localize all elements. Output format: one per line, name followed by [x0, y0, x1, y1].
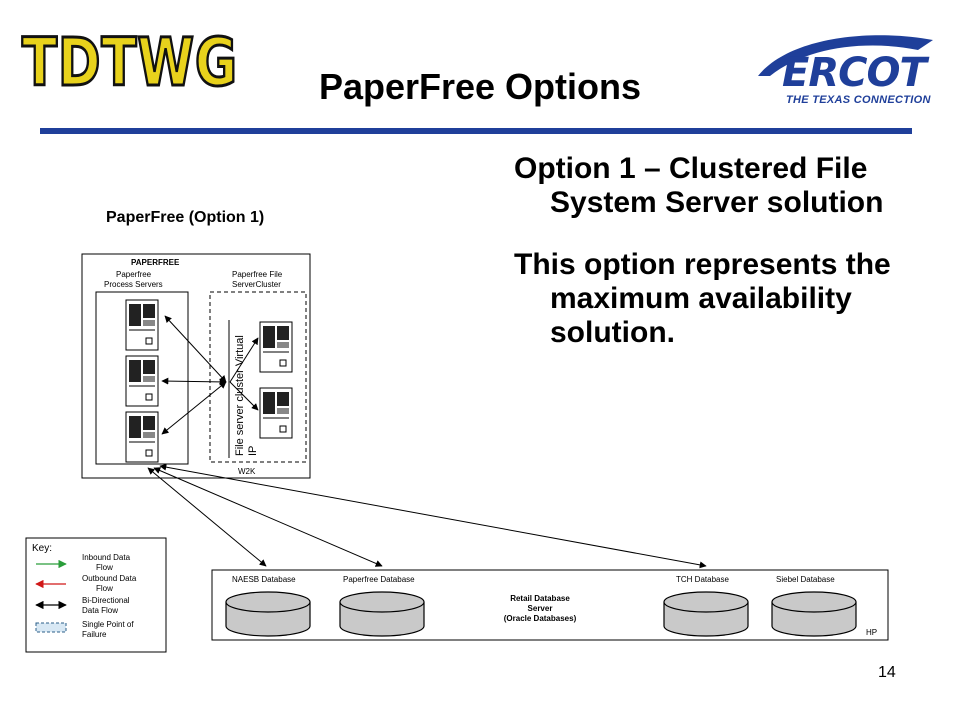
process-server-1-icon: [125, 299, 159, 351]
legend-bidir-1: Bi-Directional: [82, 596, 130, 605]
single-point-failure-icon: [35, 622, 67, 633]
paperfree-label: PAPERFREE: [131, 258, 180, 267]
hp-label: HP: [866, 628, 877, 637]
legend-box: [25, 537, 167, 653]
flow-server2-cluster: [161, 377, 227, 386]
flow-server1-cluster: [164, 315, 227, 383]
db-label-paperfree: Paperfree Database: [343, 575, 415, 584]
flow-cluster-fileserver2: [229, 381, 259, 411]
diagram-title: PaperFree (Option 1): [106, 209, 264, 226]
legend-outbound-2: Flow: [96, 584, 113, 593]
siebel-database-icon: [771, 591, 857, 637]
legend-title: Key:: [32, 543, 52, 554]
file-server-2-icon: [259, 387, 293, 439]
virtual-ip-label-2: IP: [247, 446, 259, 456]
tdtwg-logo: TDTWG: [21, 24, 238, 101]
page-number: 14: [878, 664, 896, 681]
retail-server-line-1: Retail Database: [510, 594, 570, 603]
retail-db-server-box: [211, 569, 889, 641]
retail-server-line-3: (Oracle Databases): [504, 614, 577, 623]
legend-outbound-1: Outbound Data: [82, 574, 137, 583]
process-servers-label-2: Process Servers: [104, 280, 163, 289]
ercot-logo-word: ERCOT: [782, 50, 927, 96]
database-data-flows: [147, 463, 707, 569]
file-cluster-label-1: Paperfree File: [232, 270, 283, 279]
db-label-tch: TCH Database: [676, 575, 729, 584]
db-label-siebel: Siebel Database: [776, 575, 835, 584]
process-server-3-icon: [125, 411, 159, 463]
page-title: PaperFree Options: [318, 66, 642, 107]
naesb-database-icon: [225, 591, 311, 637]
file-server-1-icon: [259, 321, 293, 373]
tch-database-icon: [663, 591, 749, 637]
retail-server-line-2: Server: [528, 604, 553, 613]
option-heading: Option 1 – Clustered File System Server …: [514, 152, 884, 219]
legend-inbound-1: Inbound Data: [82, 553, 131, 562]
flow-server3-cluster: [161, 381, 227, 435]
ercot-logo-tagline: THE TEXAS CONNECTION: [786, 94, 931, 106]
flow-paperfree-db: [153, 467, 383, 567]
flow-cluster-fileserver1: [229, 337, 259, 383]
option-summary: This option represents the maximum avail…: [514, 248, 891, 349]
process-server-2-icon: [125, 355, 159, 407]
paperfree-database-icon: [339, 591, 425, 637]
process-servers-label-1: Paperfree: [116, 270, 152, 279]
virtual-ip-label-1: File server cluster Virtual: [234, 335, 246, 456]
legend-spof-2: Failure: [82, 630, 107, 639]
flow-tch: [159, 463, 707, 569]
file-cluster-label-2: ServerCluster: [232, 280, 281, 289]
internal-data-flows: [161, 315, 259, 435]
legend-inbound-2: Flow: [96, 563, 113, 572]
db-label-naesb: NAESB Database: [232, 575, 296, 584]
title-rule: [40, 128, 912, 134]
legend-spof-1: Single Point of: [82, 620, 134, 629]
option-description: Option 1 – Clustered File System Server …: [514, 152, 934, 378]
ercot-swoosh-icon: [758, 35, 933, 76]
legend-bidir-2: Data Flow: [82, 606, 118, 615]
w2k-label: W2K: [238, 467, 256, 476]
